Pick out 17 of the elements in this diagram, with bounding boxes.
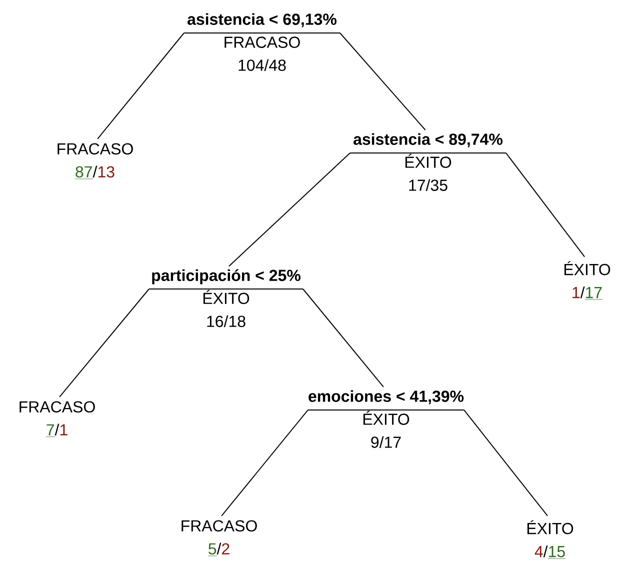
branch-line (97, 32, 184, 140)
branch-line (302, 288, 384, 388)
split-node: emociones < 41,39% ÉXITO 9/17 (308, 390, 464, 448)
split-node: asistencia < 69,13% FRACASO 104/48 (184, 13, 340, 71)
split-node: participación < 25% ÉXITO 16/18 (149, 269, 303, 328)
split-node: asistencia < 89,74% ÉXITO 17/35 (350, 133, 506, 191)
leaf-node: ÉXITO 4/15 (527, 520, 574, 559)
branch-line (464, 410, 548, 516)
leaf-node: FRACASO 5/2 (182, 520, 257, 556)
branch-line (340, 32, 426, 130)
leaf-node: ÉXITO 1/17 (564, 261, 610, 300)
branch-line (59, 288, 150, 398)
leaf-node: FRACASO 87/13 (58, 143, 133, 180)
branch-line (506, 152, 586, 258)
branch-line (221, 410, 308, 516)
leaf-node: FRACASO 7/1 (20, 401, 95, 437)
branch-line (228, 152, 350, 267)
